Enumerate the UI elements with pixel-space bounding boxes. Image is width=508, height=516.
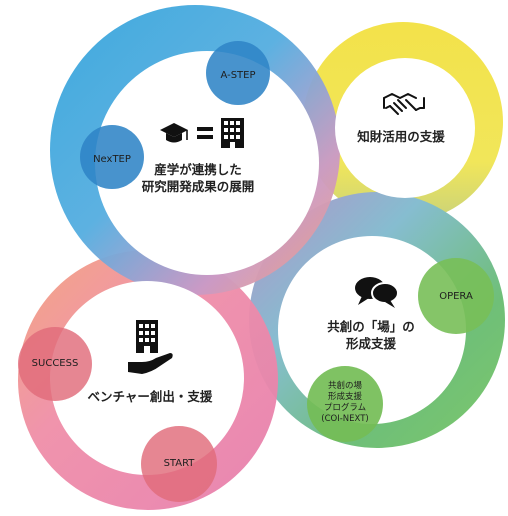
graduation-cap-icon — [160, 123, 188, 143]
building-icon — [221, 118, 244, 148]
badge-a-step[interactable] — [206, 41, 270, 105]
coinnovation-title-line2: 形成支援 — [345, 336, 397, 351]
badge-opera[interactable] — [418, 258, 494, 334]
badge-nextep-label[interactable]: NexTEP — [93, 154, 131, 165]
equals-icon — [197, 127, 213, 139]
badge-success-label[interactable]: SUCCESS — [31, 358, 79, 369]
badge-opera-label[interactable]: OPERA — [439, 291, 473, 302]
coi-badge-line3[interactable]: プログラム — [323, 403, 367, 413]
academia-title-line2: 研究開発成果の展開 — [141, 179, 255, 194]
badge-success[interactable] — [18, 327, 92, 401]
academia-title-line1: 産学が連携した — [154, 162, 242, 177]
speech-bubbles-icon — [355, 277, 399, 308]
ip-ring-inner — [335, 58, 475, 198]
venture-ring-inner — [50, 281, 244, 475]
coinnovation-title-line1: 共創の「場」の — [327, 319, 415, 334]
badge-nextep[interactable] — [80, 125, 144, 189]
coi-badge-line1[interactable]: 共創の場 — [327, 381, 363, 391]
handshake-icon — [383, 93, 425, 115]
academia-ring-inner — [95, 51, 319, 275]
badge-a-step-label[interactable]: A-STEP — [220, 70, 256, 81]
coi-badge-line2[interactable]: 形成支援 — [327, 392, 363, 402]
venture-title: ベンチャー創出・支援 — [87, 389, 213, 404]
badge-coi-next[interactable] — [307, 366, 383, 442]
ip-title: 知財活用の支援 — [357, 129, 445, 144]
badge-start-label[interactable]: START — [163, 458, 195, 469]
coi-badge-line4[interactable]: (COI-NEXT) — [321, 414, 369, 424]
building-icon — [136, 320, 158, 353]
hand-icon — [128, 353, 173, 374]
badge-start[interactable] — [141, 426, 217, 502]
